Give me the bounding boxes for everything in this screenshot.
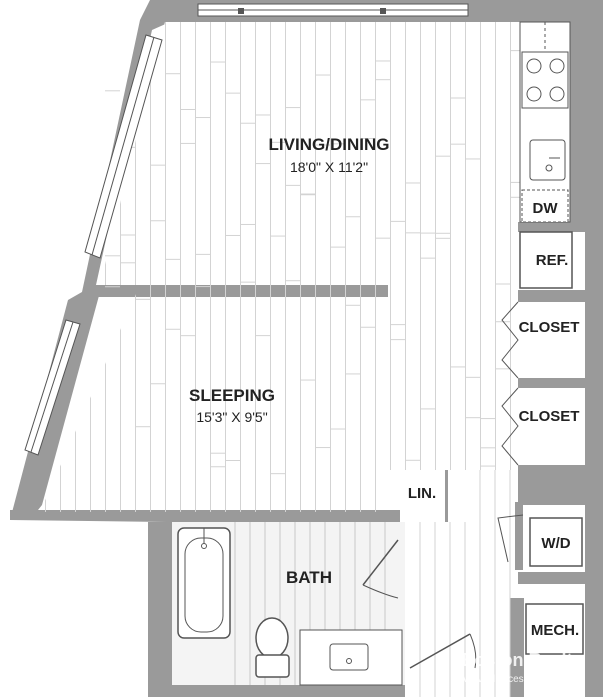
core-wall-7 xyxy=(515,502,523,570)
sleeping-label: SLEEPING xyxy=(189,386,275,405)
bath-wall-south xyxy=(148,685,408,697)
bath-door xyxy=(362,539,399,599)
range-burners-icon xyxy=(521,51,569,109)
wd-label: W/D xyxy=(541,535,570,552)
sleeping-dims: 15'3" X 9'5" xyxy=(196,409,267,425)
refrigerator: REF. xyxy=(519,231,573,289)
entry-door xyxy=(409,633,477,669)
kitchen-sink-icon xyxy=(529,139,566,181)
vanity-sink-icon xyxy=(299,629,403,686)
window-north xyxy=(197,3,469,17)
exterior-wall-east xyxy=(585,0,603,697)
washer-dryer: W/D xyxy=(497,514,585,572)
window-west-upper xyxy=(84,34,163,259)
watermark-url: www.allaccessboston.com xyxy=(463,674,581,685)
exterior-wall-west-lower xyxy=(10,292,100,520)
bathtub xyxy=(177,527,231,639)
lin-label: LIN. xyxy=(408,485,436,502)
core-wall-6 xyxy=(510,598,524,697)
watermark-brand: Boston Realty xyxy=(461,650,582,670)
core-wall-3 xyxy=(518,378,585,388)
closet-1: CLOSET xyxy=(501,301,585,379)
dishwasher: DW xyxy=(521,189,569,223)
living-dining-label: LIVING/DINING xyxy=(269,135,390,154)
closet-2-label: CLOSET xyxy=(519,408,580,425)
mech-label: MECH. xyxy=(531,622,579,639)
closet-2: CLOSET xyxy=(501,387,585,466)
kitchen-wall-back xyxy=(570,22,585,222)
core-wall-4 xyxy=(518,465,585,505)
exterior-wall-south-west xyxy=(10,510,400,525)
closet-1-label: CLOSET xyxy=(519,319,580,336)
linen-closet: LIN. xyxy=(402,470,442,516)
ref-label: REF. xyxy=(536,252,569,269)
toilet-icon xyxy=(255,617,290,678)
hall-floor xyxy=(405,470,511,697)
bath-label: BATH xyxy=(286,568,332,587)
core-wall-5 xyxy=(518,572,585,584)
window-west-lower xyxy=(24,319,81,456)
core-wall-2 xyxy=(518,290,585,302)
living-dining-dims: 18'0" X 11'2" xyxy=(290,159,368,175)
core-wall-1 xyxy=(518,222,585,232)
bath-wall-west xyxy=(148,522,172,697)
mech-room: MECH. xyxy=(524,584,585,697)
watermark: Boston Realty www.allaccessboston.com xyxy=(461,650,582,685)
dw-label: DW xyxy=(533,200,559,217)
